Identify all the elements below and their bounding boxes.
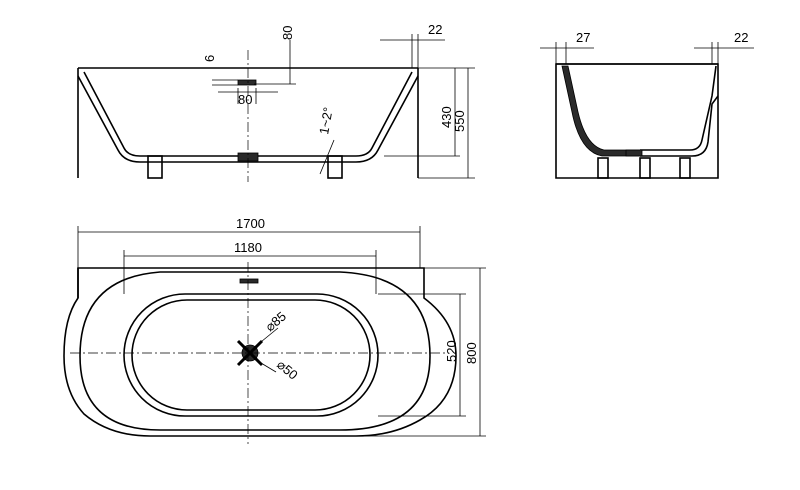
dim-slope: 1~2°: [316, 106, 336, 135]
dim-leader: [255, 327, 279, 347]
dim-leader: [255, 359, 277, 373]
dim-drain-inner: ⌀50: [274, 357, 301, 383]
side-leg-right: [679, 157, 691, 179]
plan-basin-outer: [123, 293, 379, 417]
dim-width: 800: [464, 342, 479, 364]
front-leg-left: [147, 155, 163, 179]
plan-overflow: [239, 278, 259, 284]
dim-length: 1700: [236, 216, 265, 231]
dim-top-gap: 22: [428, 22, 442, 37]
dim-total-height: 550: [452, 110, 467, 132]
dim-left-rim: 27: [576, 30, 590, 45]
dim-overflow-width: 80: [238, 92, 252, 107]
dim-overflow-thickness: 6: [202, 55, 217, 62]
front-leg-right: [327, 155, 343, 179]
slope-leader: [319, 139, 335, 175]
side-leg-left: [597, 157, 609, 179]
side-drain: [625, 149, 643, 157]
side-leg-mid: [639, 157, 651, 179]
plan-view: 1700 1180 520 800 ⌀85 ⌀50: [63, 216, 486, 444]
plan-rim: [79, 271, 431, 431]
dim-inner-height: 430: [439, 106, 454, 128]
dim-inner-width: 520: [444, 340, 459, 362]
front-overflow: [237, 79, 257, 86]
dim-drain-outer: ⌀85: [262, 308, 289, 334]
dim-inner-length: 1180: [234, 240, 262, 255]
side-elevation: 27 22: [540, 30, 754, 179]
front-elevation: 22 80 6 80 430 550 1~2°: [77, 22, 475, 182]
side-right-shell: [640, 65, 717, 151]
dim-overflow-height: 80: [280, 26, 295, 40]
side-right-shell-inner: [640, 95, 719, 157]
dim-right-rim: 22: [734, 30, 748, 45]
side-left-wall: [561, 65, 641, 157]
plan-basin-inner: [131, 299, 371, 411]
